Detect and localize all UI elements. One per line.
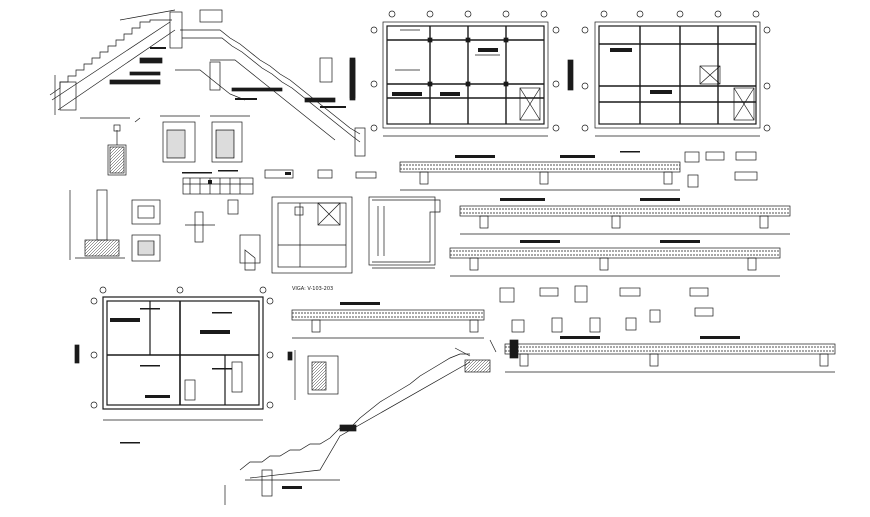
footing-details [69,189,261,271]
floor-plan-grid-2 [567,10,771,137]
beam-title-label: VIGA: V-103-203 [292,286,334,292]
annotation-marks [120,47,640,444]
wall-section [368,196,441,269]
floor-plan-bottom [74,286,274,421]
beam-elevation-5 [504,336,836,373]
column-details-left [107,115,377,195]
beam-elevation-1 [399,151,758,191]
beam-elevation-4 [291,302,485,339]
beam-cross-sections [499,285,714,333]
tank-detail [271,196,353,274]
stair-section-bottom [224,339,497,505]
beam-elevation-3 [449,240,781,277]
stair-section-top [49,9,366,157]
floor-plan-grid-1 [349,10,560,137]
column-detail-bottom [287,350,339,400]
beam-elevation-2 [459,198,791,235]
